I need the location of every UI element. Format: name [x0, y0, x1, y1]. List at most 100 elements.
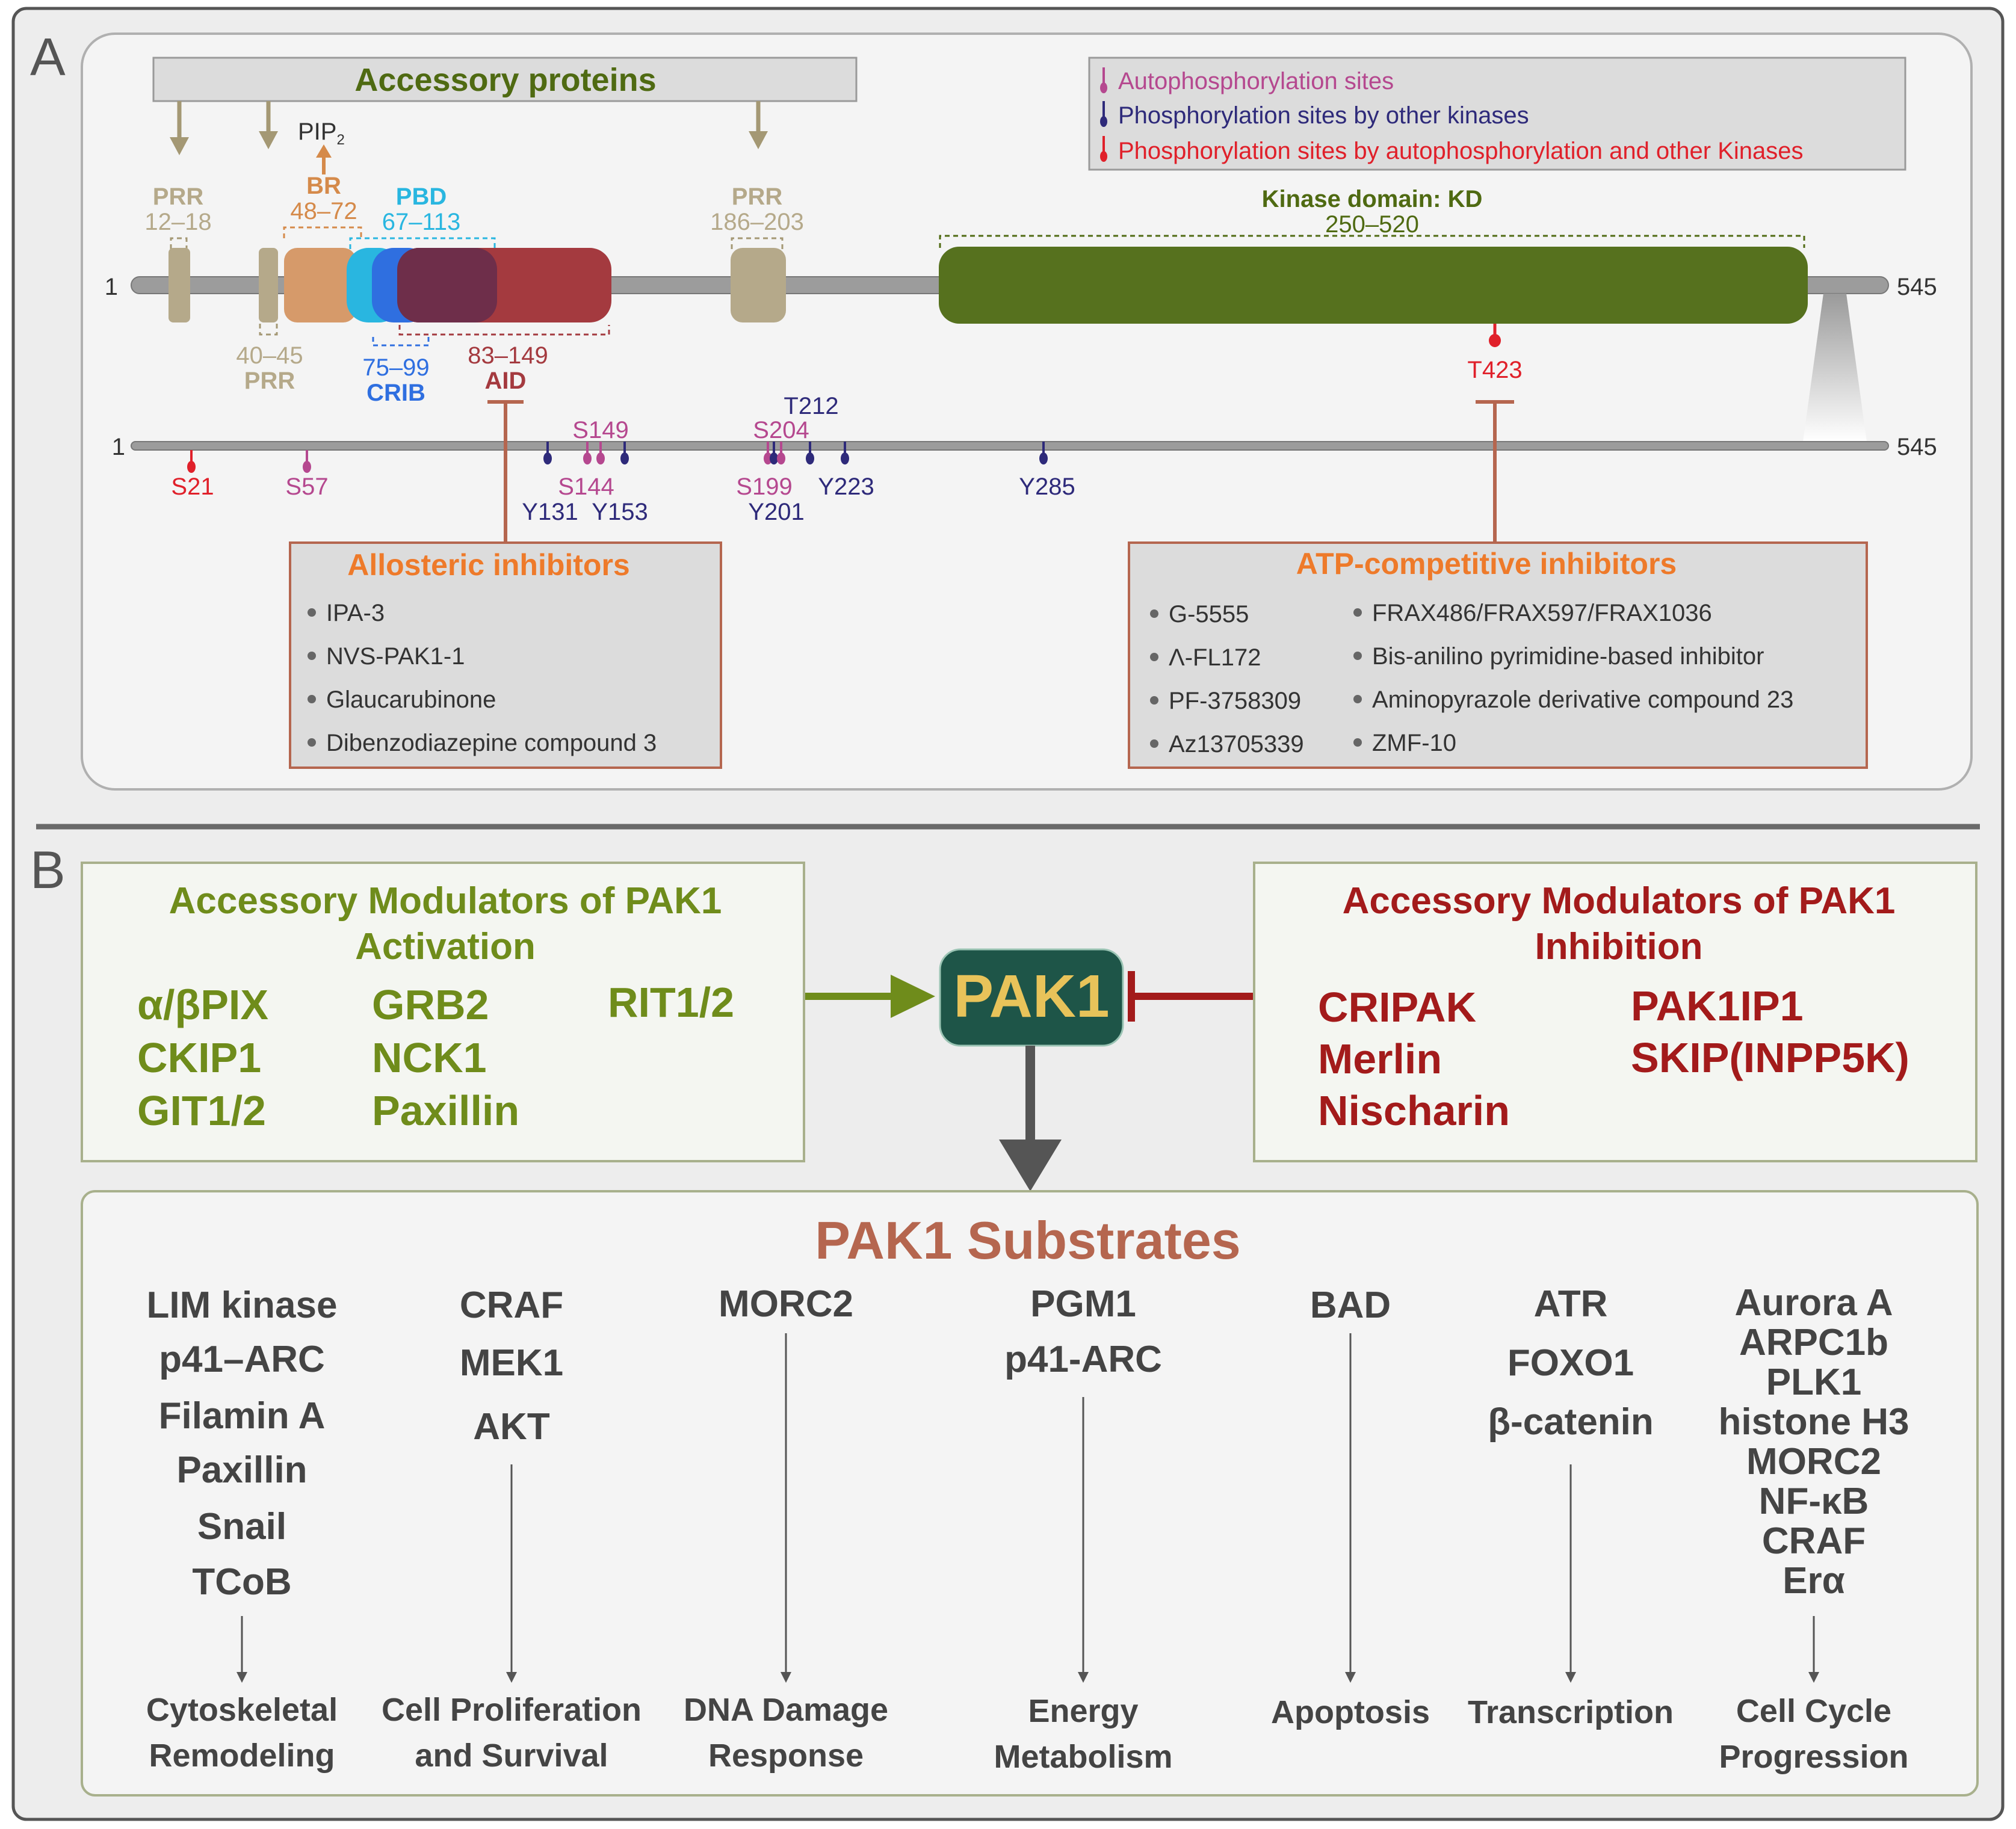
pin-s199 [764, 442, 772, 464]
substrate-item: p41-ARC [1004, 1339, 1162, 1380]
inhibition-title-2: Inhibition [1535, 926, 1703, 967]
pin-s204 [777, 442, 785, 464]
substrate-item: β-catenin [1488, 1401, 1654, 1443]
pbd-range: 67–113 [382, 209, 461, 235]
substrates-box [81, 1190, 1979, 1797]
activation-item: RIT1/2 [608, 979, 734, 1026]
outcome-apoptosis: Apoptosis [1271, 1694, 1430, 1730]
panel-b-label: B [30, 840, 66, 899]
allosteric-item: Dibenzodiazepine compound 3 [326, 730, 657, 756]
brackets-top [170, 226, 1805, 249]
allosteric-item: NVS-PAK1-1 [326, 643, 465, 670]
activation-item: GIT1/2 [137, 1087, 266, 1134]
prr1-name: PRR [153, 184, 204, 210]
prr3-name: PRR [732, 184, 783, 210]
atp-item: Λ-FL172 [1169, 644, 1261, 671]
atp-item: G-5555 [1169, 601, 1249, 628]
pbd-name: PBD [396, 184, 447, 210]
inhibition-title-1: Accessory Modulators of PAK1 [1343, 880, 1896, 922]
outcome-dna: DNA Damage Response [684, 1692, 888, 1774]
substrate-item: PGM1 [1030, 1283, 1136, 1325]
svg-text:Transcription: Transcription [1468, 1694, 1674, 1730]
substrate-item: ATR [1534, 1283, 1608, 1325]
substrate-group-cytoskeletal: LIM kinase p41–ARC Filamin A Paxillin Sn… [147, 1285, 338, 1603]
substrate-item: p41–ARC [159, 1339, 325, 1380]
allosteric-box [289, 541, 722, 769]
site-y153: Y153 [592, 499, 648, 525]
domain-prr3 [731, 248, 786, 322]
substrate-item: TCoB [192, 1561, 291, 1603]
sequence-line [131, 441, 1889, 451]
atp-list: G-5555 Λ-FL172 PF-3758309 Az13705339 FRA… [1150, 600, 1793, 757]
pin-s149 [596, 442, 605, 464]
phospho-pins [187, 442, 1048, 473]
activation-arrowhead [891, 975, 935, 1018]
activation-item: CKIP1 [137, 1034, 261, 1081]
substrates-title: PAK1 Substrates [815, 1211, 1240, 1270]
svg-text:Progression: Progression [1719, 1739, 1908, 1775]
br-range: 48–72 [290, 198, 357, 224]
prr2-name: PRR [244, 368, 295, 394]
substrate-item: MORC2 [719, 1283, 853, 1325]
substrate-item: Erα [1783, 1560, 1845, 1602]
inhibition-item: Merlin [1318, 1035, 1442, 1082]
outcome-transcription: Transcription [1468, 1694, 1674, 1730]
substrate-item: ARPC1b [1739, 1322, 1888, 1363]
prr1-range: 12–18 [144, 209, 211, 235]
activation-list: α/βPIX CKIP1 GIT1/2 GRB2 NCK1 Paxillin R… [137, 979, 734, 1134]
prr2-range: 40–45 [236, 342, 303, 369]
allosteric-title: Allosteric inhibitors [347, 548, 630, 582]
substrate-group-dna: MORC2 [719, 1283, 853, 1325]
legend-text-auto: Autophosphorylation sites [1118, 68, 1394, 94]
substrate-item: Filamin A [159, 1395, 326, 1437]
outcome-energy: Energy Metabolism [994, 1693, 1172, 1775]
atp-box [1128, 541, 1868, 769]
t423-pin-head [1489, 334, 1501, 347]
legend-pin-auto [1100, 67, 1107, 93]
seq-start-top: 1 [105, 274, 118, 300]
inhibition-box [1253, 862, 1977, 1162]
substrate-item: LIM kinase [147, 1285, 338, 1326]
site-s57: S57 [285, 473, 328, 500]
seq-end-top: 545 [1897, 274, 1937, 300]
accessory-arrows [170, 101, 768, 155]
svg-text:Metabolism: Metabolism [994, 1739, 1172, 1775]
activation-title-1: Accessory Modulators of PAK1 [169, 880, 722, 922]
inhibition-item: SKIP(INPP5K) [1631, 1034, 1909, 1081]
activation-item: NCK1 [372, 1034, 487, 1081]
substrate-item: histone H3 [1719, 1401, 1909, 1443]
allosteric-t-bar [487, 400, 524, 543]
domain-pbd-aid-overlap [397, 248, 497, 322]
pin-y223 [841, 442, 849, 464]
svg-text:Cell Cycle: Cell Cycle [1736, 1693, 1891, 1729]
svg-text:Cytoskeletal: Cytoskeletal [146, 1692, 338, 1728]
atp-item: FRAX486/FRAX597/FRAX1036 [1372, 600, 1712, 626]
substrate-group-transcription: ATR FOXO1 β-catenin [1488, 1283, 1654, 1443]
substrates-arrowhead [999, 1140, 1062, 1191]
site-s199: S199 [736, 473, 792, 500]
pin-y153 [620, 442, 629, 464]
allosteric-item: Glaucarubinone [326, 686, 496, 713]
aid-name: AID [485, 368, 527, 394]
substrate-group-energy: PGM1 p41-ARC [1004, 1283, 1162, 1380]
crib-range: 75–99 [362, 354, 429, 381]
atp-item: Aminopyrazole derivative compound 23 [1372, 686, 1793, 713]
svg-text:DNA Damage: DNA Damage [684, 1692, 888, 1728]
substrate-item: Paxillin [176, 1449, 307, 1491]
substrate-item: AKT [473, 1406, 550, 1448]
site-s204: S204 [753, 417, 809, 443]
prr3-range: 186–203 [710, 209, 804, 235]
pin-y131 [543, 442, 552, 464]
crib-name: CRIB [366, 380, 425, 406]
activation-item: Paxillin [372, 1087, 519, 1134]
substrate-item: MORC2 [1746, 1441, 1881, 1482]
activation-box [81, 862, 805, 1162]
t423-label: T423 [1467, 357, 1522, 383]
accessory-proteins-label: Accessory proteins [354, 62, 656, 98]
substrate-item: Aurora A [1735, 1282, 1893, 1324]
allosteric-item: IPA-3 [326, 600, 385, 626]
kd-name: Kinase domain: KD [1262, 186, 1483, 212]
site-y131: Y131 [522, 499, 578, 525]
pip2-label: PIP2 [298, 119, 345, 148]
outcome-cell-cycle: Cell Cycle Progression [1719, 1693, 1908, 1775]
